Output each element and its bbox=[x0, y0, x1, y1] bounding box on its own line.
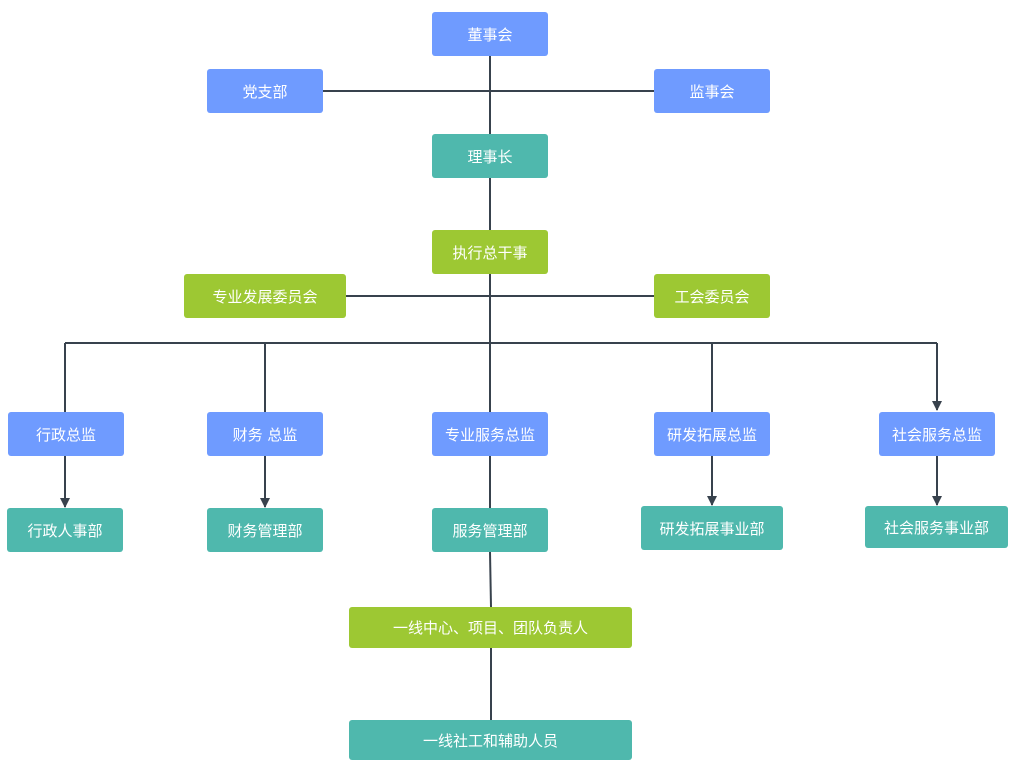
node-chairman: 理事长 bbox=[432, 134, 548, 178]
connector-service-dept-to-leaders bbox=[489, 551, 492, 608]
node-admin-director: 行政总监 bbox=[8, 412, 124, 456]
node-admin-hr-dept: 行政人事部 bbox=[7, 508, 123, 552]
node-supervisory-board: 监事会 bbox=[654, 69, 770, 113]
node-frontline-leaders: 一线中心、项目、团队负责人 bbox=[349, 607, 632, 648]
node-finance-director: 财务 总监 bbox=[207, 412, 323, 456]
node-union-committee: 工会委员会 bbox=[654, 274, 770, 318]
node-board: 董事会 bbox=[432, 12, 548, 56]
node-party-branch: 党支部 bbox=[207, 69, 323, 113]
node-finance-dept: 财务管理部 bbox=[207, 508, 323, 552]
node-professional-committee: 专业发展委员会 bbox=[184, 274, 346, 318]
node-social-director: 社会服务总监 bbox=[879, 412, 995, 456]
node-executive-director: 执行总干事 bbox=[432, 230, 548, 274]
node-frontline-staff: 一线社工和辅助人员 bbox=[349, 720, 632, 760]
node-service-dept: 服务管理部 bbox=[432, 508, 548, 552]
node-social-dept: 社会服务事业部 bbox=[865, 506, 1008, 548]
node-service-director: 专业服务总监 bbox=[432, 412, 548, 456]
node-rd-director: 研发拓展总监 bbox=[654, 412, 770, 456]
node-rd-dept: 研发拓展事业部 bbox=[641, 506, 783, 550]
